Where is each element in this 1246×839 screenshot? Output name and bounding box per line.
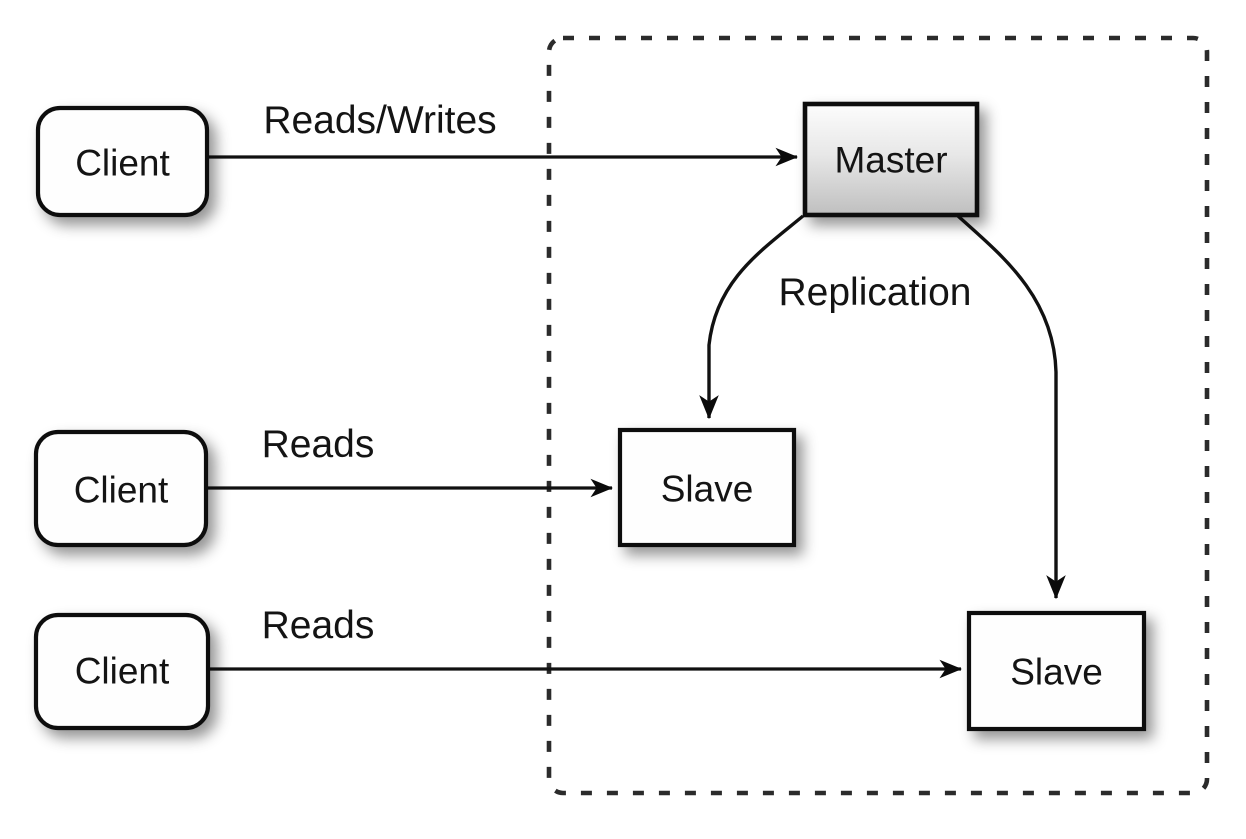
slave-2-label: Slave [1010, 652, 1103, 693]
client-2-label: Client [74, 470, 169, 511]
master-shape[interactable] [802, 101, 980, 218]
edge-label-reads-1: Reads [262, 423, 375, 466]
edge-label-reads-2: Reads [262, 604, 375, 647]
node-client-1[interactable] [35, 105, 210, 218]
client-3-label: Client [75, 651, 170, 692]
edge-master-to-slave1-replication [699, 214, 805, 420]
edge-master-to-slave2-replication [956, 214, 1066, 600]
client-2-shape[interactable] [33, 429, 209, 548]
client-3-shape[interactable] [33, 612, 211, 731]
node-client-3[interactable] [33, 612, 211, 731]
node-master[interactable] [802, 101, 980, 218]
edge-label-replication: Replication [779, 271, 972, 314]
database-cluster-boundary [546, 35, 1210, 796]
edge-label-reads-writes: Reads/Writes [263, 99, 496, 142]
client-1-shape[interactable] [35, 105, 210, 218]
slave-2-shape[interactable] [966, 610, 1147, 732]
node-slave-1[interactable] [617, 427, 797, 548]
client-1-label: Client [75, 143, 170, 184]
slave-1-shape[interactable] [617, 427, 797, 548]
node-slave-2[interactable] [966, 610, 1147, 732]
master-label: Master [834, 140, 947, 181]
slave-1-label: Slave [661, 469, 754, 510]
node-client-2[interactable] [33, 429, 209, 548]
